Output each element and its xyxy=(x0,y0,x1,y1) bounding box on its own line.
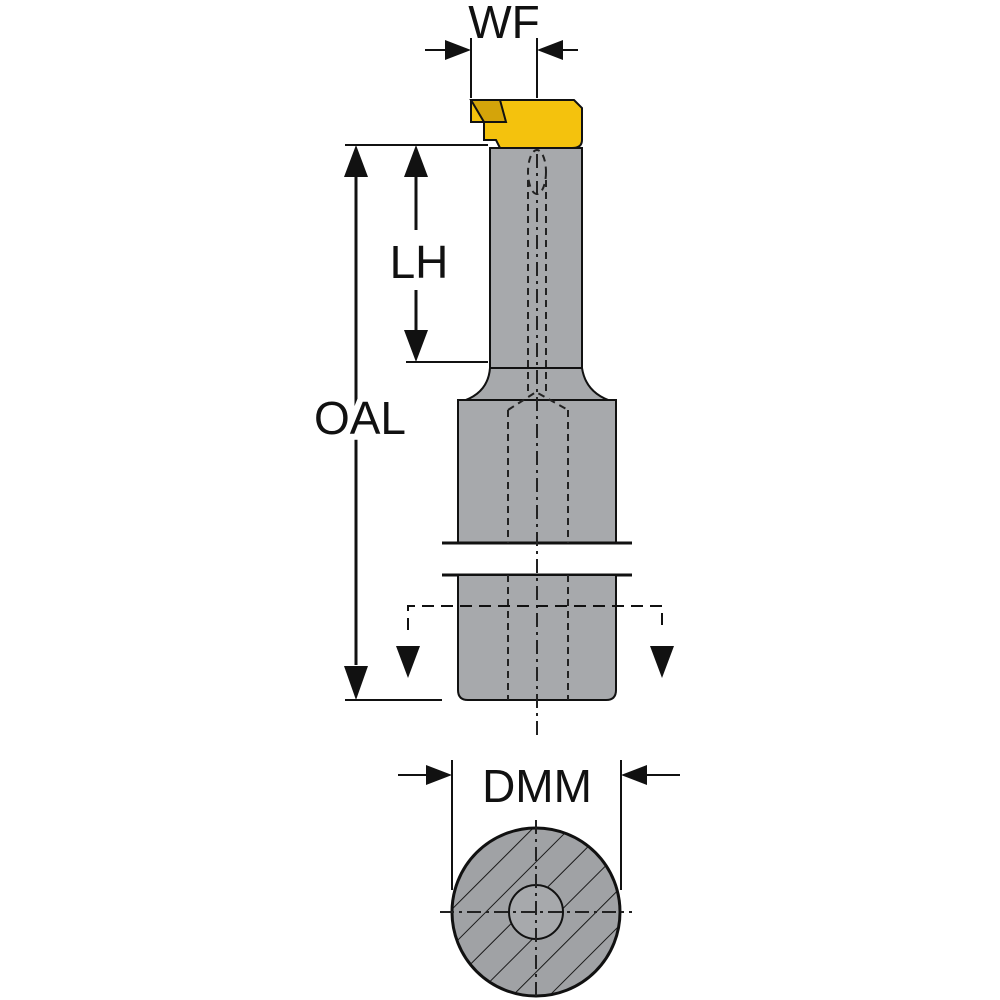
cross-section xyxy=(440,820,632,1000)
dmm-label: DMM xyxy=(482,760,592,812)
arrow-icon xyxy=(396,646,420,678)
arrow-icon xyxy=(344,145,368,177)
tool-body xyxy=(442,100,632,735)
arrow-icon xyxy=(404,330,428,362)
cutting-insert xyxy=(469,99,583,149)
wf-label: WF xyxy=(468,0,540,48)
arrow-icon xyxy=(344,666,368,700)
arrow-icon xyxy=(621,765,647,785)
arrow-icon xyxy=(650,646,674,678)
wf-dimension: WF xyxy=(425,0,578,98)
lh-label: LH xyxy=(390,236,449,288)
reference-arrows xyxy=(396,605,674,678)
dmm-dimension: DMM xyxy=(398,760,680,890)
arrow-icon xyxy=(426,765,452,785)
arrow-icon xyxy=(404,145,428,177)
arrow-icon xyxy=(537,40,563,60)
oal-label: OAL xyxy=(314,392,406,444)
arrow-icon xyxy=(445,40,471,60)
lh-dimension: LH xyxy=(390,145,488,363)
oal-dimension: OAL xyxy=(308,144,488,701)
